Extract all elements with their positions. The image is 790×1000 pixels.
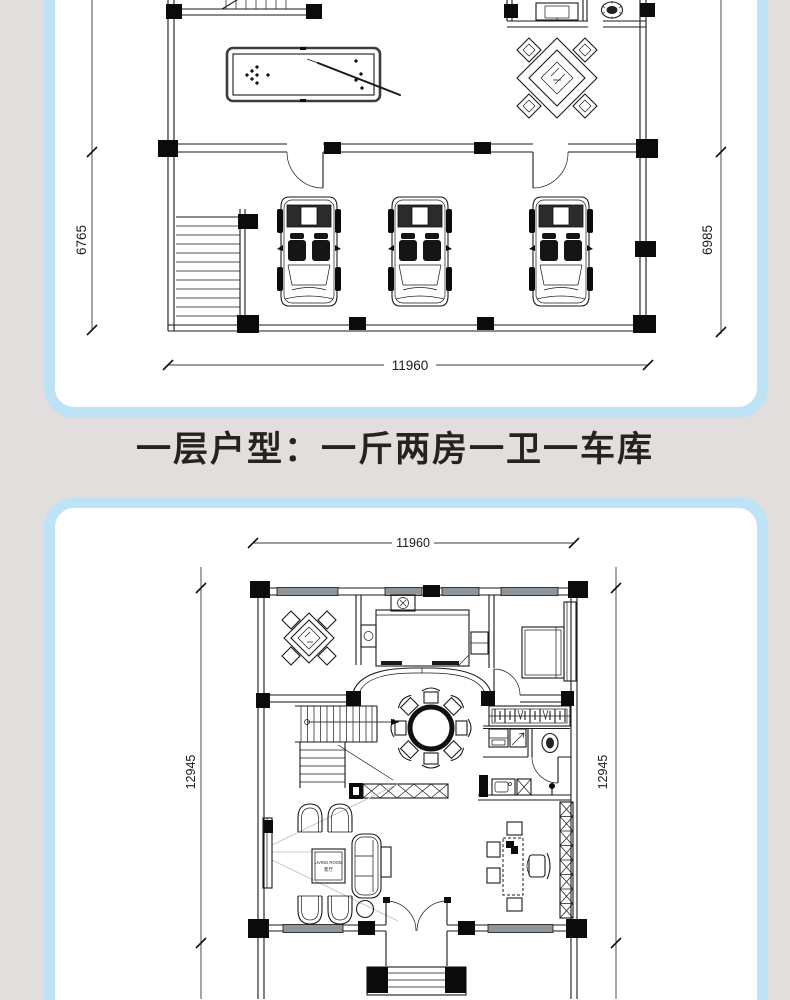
office-chair: [526, 852, 551, 880]
caption-band: 一层户型：一斤两房一卫一车库: [0, 396, 790, 497]
dim-top-label: 11960: [396, 536, 430, 550]
sideboard: [349, 783, 449, 799]
car-2: [387, 196, 453, 307]
middle-bedroom: [360, 594, 489, 667]
toilet-icon: [541, 732, 559, 754]
lattice-screen: [559, 801, 574, 919]
dimension-left: 6765: [74, 0, 98, 336]
interior-walls: [264, 595, 571, 801]
dimension-right: 6985: [700, 0, 727, 338]
stairs: [176, 209, 246, 331]
door-swing-left: [286, 151, 324, 189]
shower: [509, 728, 527, 748]
cue-stick: [317, 62, 401, 96]
car-3: [528, 196, 594, 307]
arch-doorway: [351, 667, 493, 698]
dimension-bottom: 11960: [162, 358, 654, 373]
columns: [158, 3, 658, 333]
living-room-label: LIVING ROOM: [315, 860, 343, 865]
sink-icon: [491, 778, 516, 796]
bed: [521, 626, 565, 679]
door-swing-right: [532, 151, 569, 189]
walls: [257, 587, 578, 999]
closet: [488, 705, 571, 727]
bathroom: [506, 0, 646, 28]
toilet-icon: [600, 1, 624, 19]
dining-set: [486, 821, 551, 912]
dimension-right: 12945: [596, 567, 622, 999]
square-game-table: [281, 610, 337, 666]
square-dining-table: [516, 37, 598, 119]
stairs: [295, 705, 399, 788]
armchair: [297, 803, 323, 833]
dim-right-label: 12945: [596, 755, 610, 790]
right-bedroom: [493, 601, 577, 696]
tv: [262, 817, 273, 889]
dimension-top: 11960: [247, 536, 580, 550]
dim-left-label: 12945: [184, 755, 198, 790]
dim-left-label: 6765: [74, 225, 89, 255]
door-swing: [493, 668, 521, 696]
entry-door: [383, 897, 451, 932]
living-room-label-cn: 客厅: [324, 866, 333, 873]
columns: [248, 581, 588, 938]
dim-right-label: 6985: [700, 225, 715, 255]
porch-steps: [366, 931, 467, 996]
caption-text: 一层户型：一斤两房一卫一车库: [135, 430, 654, 469]
billiard-table: [225, 46, 401, 103]
headboard: [563, 601, 577, 682]
first-floor-plan: 6765 6985 11960: [74, 0, 727, 373]
armchair: [297, 895, 323, 925]
first-floor-plan-card: 6765 6985 11960: [44, 0, 768, 418]
round-dining-table: [390, 687, 472, 769]
upper-stair-remnant: [221, 0, 287, 10]
sink-icon: [535, 2, 579, 21]
dimension-left: 12945: [184, 567, 207, 999]
kitchen: [479, 775, 555, 797]
dim-bottom-label: 11960: [392, 358, 429, 373]
second-floor-plan-card: 11960: [44, 497, 768, 1000]
coffee-table: LIVING ROOM 客厅: [311, 848, 346, 884]
living-room: LIVING ROOM 客厅: [262, 783, 399, 925]
armchair: [327, 895, 353, 925]
bathroom: [488, 728, 559, 784]
side-table: [355, 899, 375, 919]
door-swing: [531, 756, 559, 784]
second-floor-plan: 11960: [184, 536, 622, 999]
bed: [375, 609, 470, 667]
car-1: [276, 196, 342, 307]
sofa: [351, 833, 382, 899]
